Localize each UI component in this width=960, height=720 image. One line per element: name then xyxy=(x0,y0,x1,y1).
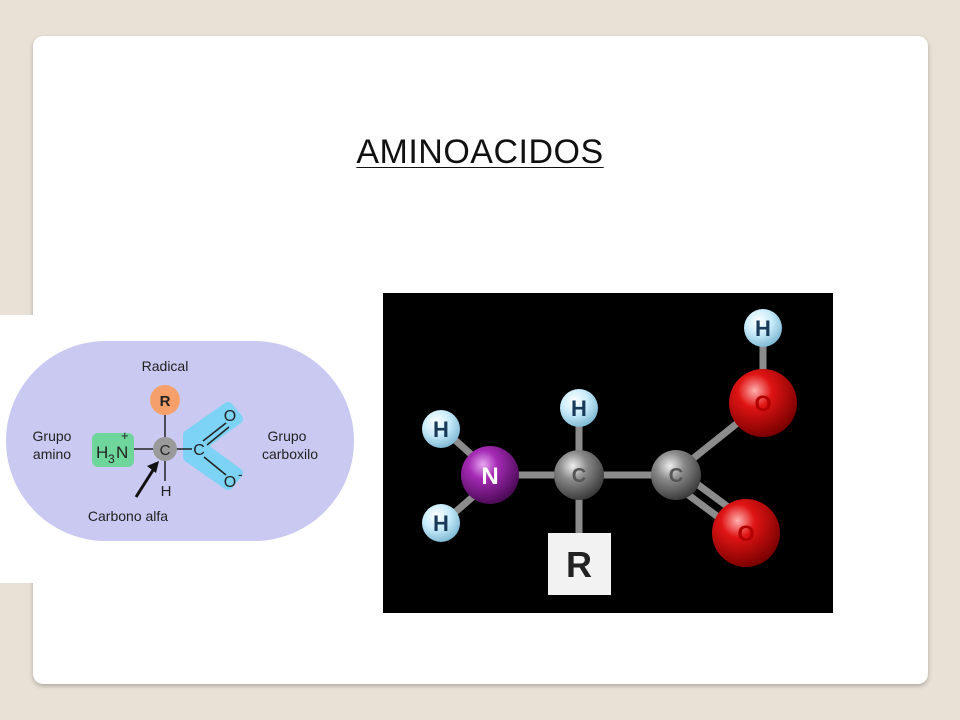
label-n: N xyxy=(481,463,498,490)
label-h-alpha: H xyxy=(571,396,587,421)
alpha-arrow-head xyxy=(147,461,159,473)
alpha-carbon-atom: C xyxy=(160,442,171,459)
label-h-amino-top: H xyxy=(433,417,449,442)
carboxyl-label-line2: carboxilo xyxy=(262,446,318,462)
amino-h: H xyxy=(96,443,108,462)
amino-label-line1: Grupo xyxy=(33,428,72,444)
alpha-arrow-shaft xyxy=(134,466,157,498)
bond-c-oh xyxy=(681,413,749,469)
label-o-hydroxyl: O xyxy=(754,391,771,416)
label-h-oh: H xyxy=(755,316,771,341)
atom-h-oh xyxy=(744,309,782,347)
radical-atom: R xyxy=(160,393,171,410)
amino-group-box xyxy=(92,433,134,467)
alpha-carbon-circle xyxy=(153,437,177,461)
label-c-carboxyl: C xyxy=(669,465,683,487)
bond-carboxyl-o1 xyxy=(202,422,227,442)
carboxyl-charge: - xyxy=(238,466,243,482)
schematic-oval xyxy=(6,341,354,541)
alpha-carbon-label: Carbono alfa xyxy=(88,508,168,524)
atom-h-alpha xyxy=(560,389,598,427)
atom-h-amino-top xyxy=(422,410,460,448)
atom-h-amino-bottom xyxy=(422,504,460,542)
atom-n xyxy=(461,446,519,504)
carboxyl-c: C xyxy=(193,442,205,459)
carboxyl-o2: O xyxy=(224,474,236,491)
bond-carboxyl-o1b xyxy=(206,426,230,446)
label-o-double: O xyxy=(737,521,754,546)
amino-acid-schematic: R Radical C H 3 N + H C O O - Grupo amin… xyxy=(0,315,372,583)
carboxyl-highlight xyxy=(183,402,243,490)
amino-n: N xyxy=(116,443,128,462)
atom-o-hydroxyl xyxy=(729,369,797,437)
alpha-hydrogen: H xyxy=(161,483,172,500)
carboxyl-label-line1: Grupo xyxy=(268,428,307,444)
slide-title: AMINOACIDOS xyxy=(356,133,604,171)
atom-c-alpha xyxy=(554,450,604,500)
amino-label-line2: amino xyxy=(33,446,71,462)
bond-carboxyl-o2 xyxy=(203,456,227,476)
amino-acid-ball-model: H H H H N C C O O R xyxy=(383,293,833,613)
label-h-amino-bottom: H xyxy=(433,511,449,536)
atom-o-double xyxy=(712,499,780,567)
radical-circle xyxy=(150,385,180,415)
radical-label: Radical xyxy=(142,358,189,374)
label-c-alpha: C xyxy=(572,465,586,487)
r-group-box xyxy=(548,533,611,595)
amino-sub: 3 xyxy=(108,452,115,466)
label-r-group: R xyxy=(566,544,592,585)
amino-charge: + xyxy=(121,428,129,443)
atom-c-carboxyl xyxy=(651,450,701,500)
carboxyl-o1: O xyxy=(224,408,236,425)
